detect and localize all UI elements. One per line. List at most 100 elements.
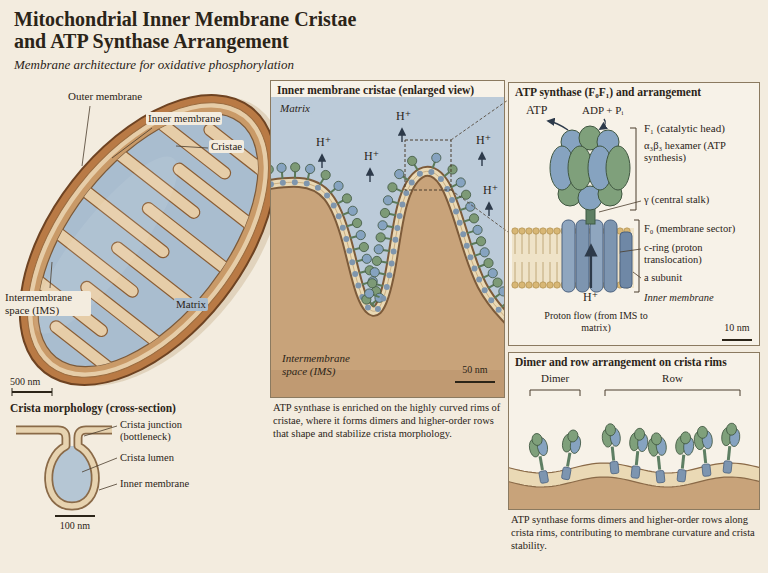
- atp-synthase: [315, 170, 330, 190]
- label: Intermembrane space (IMS): [3, 291, 91, 316]
- synthase-stalk: [350, 236, 357, 238]
- synthase-stalk: [385, 238, 392, 239]
- synthase-head: [376, 233, 385, 242]
- label: H⁺: [483, 184, 498, 198]
- label: Cristae: [209, 140, 244, 153]
- leader-line: [50, 262, 52, 288]
- label: Inner membrane: [146, 112, 222, 125]
- adp-arrow: [600, 119, 605, 129]
- synthase-stalk: [568, 453, 570, 467]
- synthase-head: [567, 429, 579, 443]
- synthase-head: [488, 269, 497, 278]
- atp-synthase: [271, 165, 274, 187]
- synthase-stalk: [373, 295, 380, 297]
- synthase-head: [461, 190, 470, 199]
- intermembrane-ground: [271, 171, 504, 397]
- synthase-base: [304, 181, 310, 187]
- atp-synthase: [365, 289, 387, 302]
- atp-synthase: [368, 279, 390, 290]
- synthase-base: [292, 179, 298, 185]
- synthase-base: [438, 176, 444, 182]
- atp-synthase: [277, 163, 286, 186]
- atp-synthase: [346, 242, 368, 253]
- label: Dimer: [530, 372, 580, 385]
- synthase-stalk: [337, 200, 343, 203]
- synthase-stalk: [383, 250, 390, 251]
- lipid-head: [519, 228, 525, 234]
- label: Crista junction (bottleneck): [120, 419, 220, 443]
- leader-line: [99, 484, 117, 490]
- synthase-head: [473, 225, 482, 234]
- lipid-tail: [543, 234, 544, 254]
- c-ring-subunit: [604, 220, 617, 292]
- lipid-tail: [536, 262, 537, 282]
- atp-synthase: [304, 164, 315, 186]
- matrix: [0, 75, 300, 405]
- panel: Inner membrane cristae (enlarged view)AT…: [270, 80, 505, 398]
- lipid-head: [533, 228, 539, 234]
- synthase-base: [444, 186, 450, 192]
- synthase-head: [380, 208, 389, 217]
- synthase-base: [428, 169, 434, 175]
- lipid-head: [554, 282, 560, 288]
- bracket: [530, 390, 580, 396]
- synthase-stalk: [353, 248, 360, 250]
- scale-bar: [55, 515, 95, 517]
- atp-synthase: [527, 432, 553, 484]
- synthase-base: [457, 220, 463, 226]
- atp-synthase: [464, 237, 486, 249]
- zoom-line: [451, 190, 508, 232]
- atp-synthase: [556, 428, 582, 480]
- synthase-base: [504, 316, 505, 322]
- atp-synthase: [718, 422, 741, 474]
- synthase-head: [359, 242, 368, 251]
- synthase-base: [391, 249, 397, 255]
- synthase-stalk: [281, 172, 284, 179]
- lipid-tail: [557, 234, 558, 254]
- synthase-stalk: [464, 220, 471, 222]
- synthase-base: [409, 179, 415, 185]
- synthase-head: [365, 289, 374, 298]
- synthase-base: [331, 202, 337, 208]
- synthase-base: [315, 185, 321, 191]
- panel-heading: ATP synthase (F₀F₁) and arrangement: [509, 83, 759, 100]
- synthase-head: [368, 279, 377, 288]
- lipid-head: [540, 282, 546, 288]
- synthase-base: [482, 287, 488, 293]
- lipid-tail: [529, 234, 530, 254]
- atp-synthase: [693, 425, 716, 477]
- intermembrane-ground: [509, 463, 759, 509]
- membrane-edge: [271, 171, 504, 322]
- bracket: [634, 220, 639, 292]
- label: 500 nm: [10, 376, 40, 388]
- synthase-base: [488, 297, 494, 303]
- atp-synthase: [376, 233, 398, 243]
- synthase-base: [365, 304, 371, 310]
- synthase-stalk: [471, 242, 478, 244]
- synthase-base: [346, 248, 352, 254]
- mito-highlight: [15, 140, 198, 350]
- synthase-stalk: [389, 214, 396, 215]
- atp-synthase: [601, 423, 624, 475]
- synthase-head: [321, 170, 330, 179]
- synthase-fo: [702, 464, 711, 477]
- synthase-head: [291, 163, 300, 172]
- synthase-head: [499, 287, 504, 296]
- atp-synthase: [672, 431, 695, 483]
- lipid-tail: [515, 262, 516, 282]
- synthase-base: [343, 236, 349, 242]
- synthase-head: [348, 206, 357, 215]
- bracket: [605, 390, 740, 396]
- synthase-stalk: [356, 260, 363, 262]
- cristae-enlarged: [271, 97, 504, 397]
- lipid-head: [526, 282, 532, 288]
- synthase-head: [680, 431, 691, 444]
- panel-heading: Inner membrane cristae (enlarged view): [271, 81, 504, 98]
- title: Mitochondrial Inner Membrane Cristae and…: [14, 8, 379, 53]
- lipid-head: [512, 228, 518, 234]
- synthase-base: [340, 225, 346, 231]
- synthase-stalk: [483, 275, 489, 278]
- atp-synthase: [383, 196, 405, 208]
- synthase-fo: [610, 461, 619, 474]
- synthase-head: [362, 254, 371, 263]
